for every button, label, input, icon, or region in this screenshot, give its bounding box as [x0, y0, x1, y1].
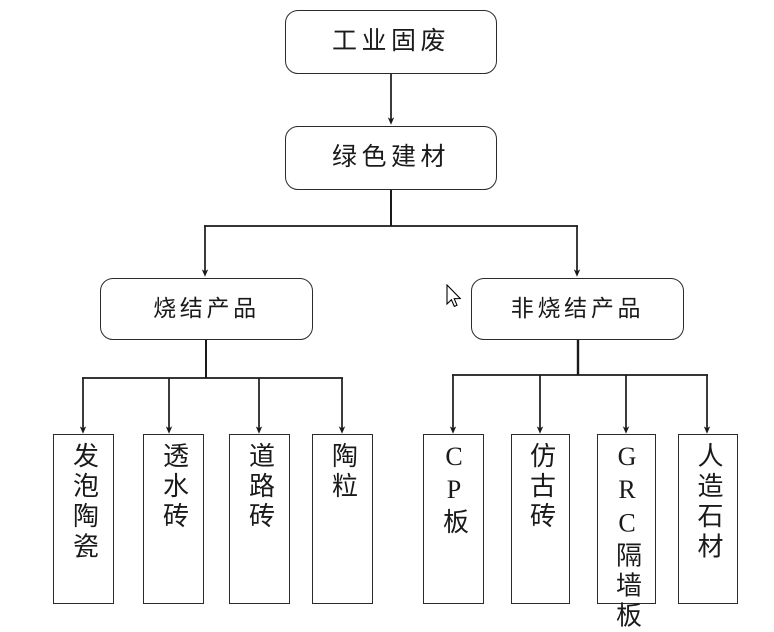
node-label: 陶粒 [328, 442, 358, 503]
node-label: 仿古砖 [526, 442, 556, 533]
node-fired-products[interactable]: 烧结产品 [100, 278, 313, 340]
node-label: 发泡陶瓷 [69, 442, 99, 563]
mouse-pointer-icon [446, 284, 462, 308]
flowchart-diagram: 工业固废 绿色建材 烧结产品 非烧结产品 发泡陶瓷 透水砖 道路砖 陶粒 CP板… [53, 10, 738, 632]
node-industrial-solid-waste[interactable]: 工业固废 [285, 10, 497, 74]
node-label: 非烧结产品 [510, 295, 645, 321]
node-permeable-brick[interactable]: 透水砖 [143, 434, 204, 604]
node-label: 透水砖 [159, 442, 189, 533]
node-label: 道路砖 [245, 442, 275, 533]
node-road-brick[interactable]: 道路砖 [229, 434, 290, 604]
node-green-building-material[interactable]: 绿色建材 [285, 126, 497, 190]
node-grc-partition-board[interactable]: GRC隔墙板 [597, 434, 656, 632]
node-cp-board[interactable]: CP板 [423, 434, 484, 604]
node-antique-brick[interactable]: 仿古砖 [511, 434, 570, 604]
node-artificial-stone[interactable]: 人造石材 [678, 434, 738, 604]
node-unfired-products[interactable]: 非烧结产品 [471, 278, 684, 340]
node-label: GRC隔墙板 [612, 442, 642, 632]
node-ceramsite[interactable]: 陶粒 [312, 434, 373, 604]
node-label: 人造石材 [694, 442, 723, 563]
node-label: 绿色建材 [331, 143, 450, 171]
node-foamed-ceramic[interactable]: 发泡陶瓷 [53, 434, 114, 604]
node-label: CP板 [439, 442, 469, 539]
node-label: 工业固废 [331, 27, 450, 55]
node-label: 烧结产品 [153, 295, 260, 321]
